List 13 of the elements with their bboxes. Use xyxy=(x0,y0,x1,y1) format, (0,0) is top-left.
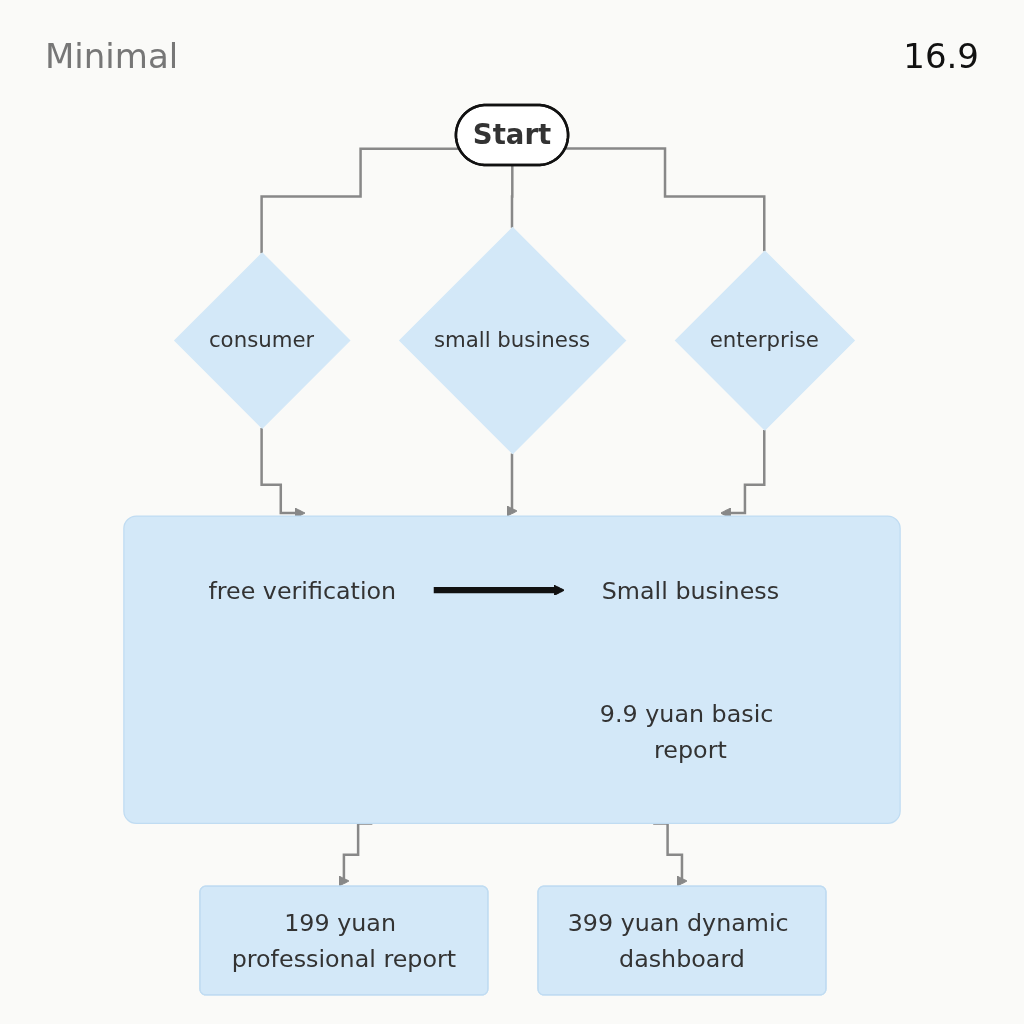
node-diamond: enterprise xyxy=(674,250,856,431)
connector xyxy=(565,147,766,253)
style-label: Minimal xyxy=(45,36,179,76)
arrow xyxy=(506,452,518,517)
node-text: 9.9 yuan basic report xyxy=(599,699,774,763)
connector xyxy=(260,147,460,255)
cluster xyxy=(123,515,901,825)
ratio-label: 16.9 xyxy=(903,36,979,76)
node-diamond: small business xyxy=(398,226,627,455)
node-text: free verification xyxy=(208,576,397,604)
arrow xyxy=(433,584,565,596)
node-text: Small business xyxy=(601,576,780,604)
node-diamond: consumer xyxy=(173,252,351,429)
